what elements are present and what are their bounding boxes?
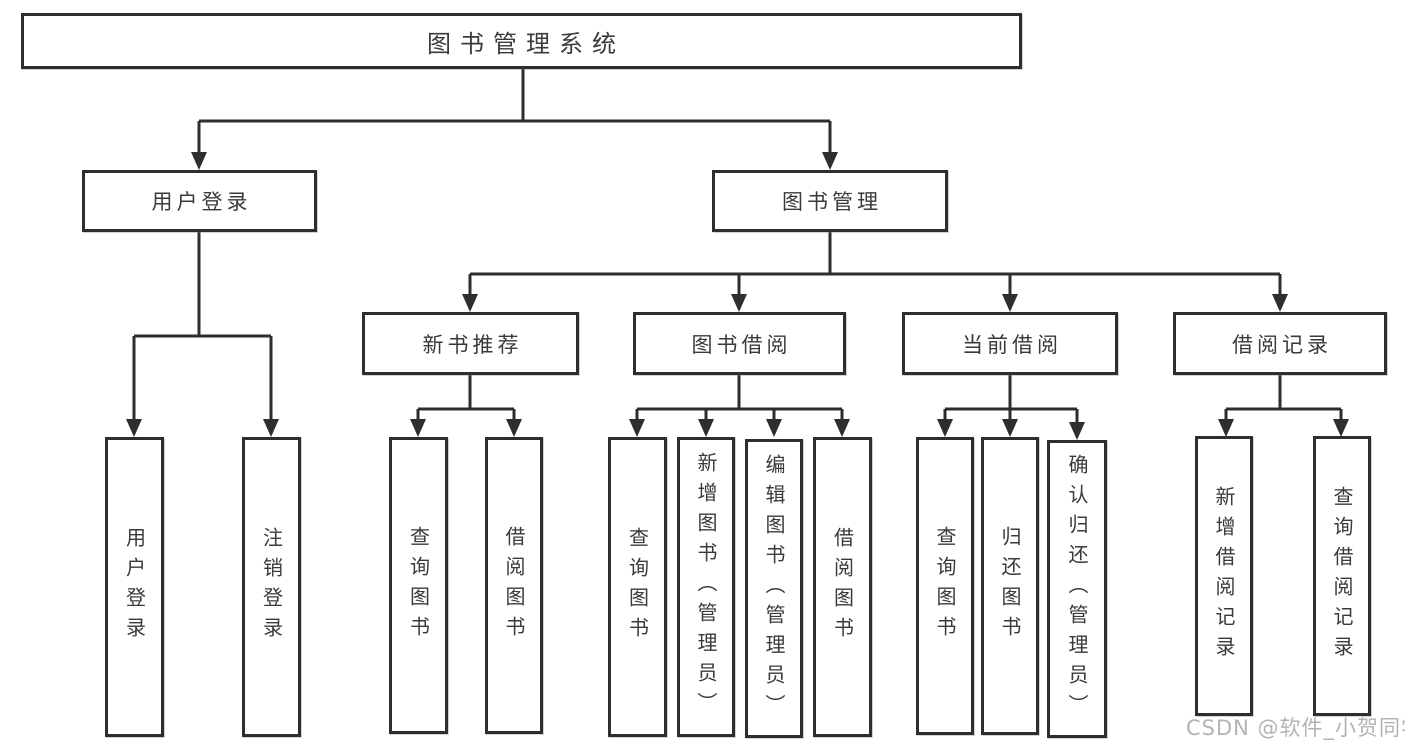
leaf-query-books-1: 查询图书 [389,437,448,734]
arrowheads [126,152,1349,440]
leaf-logout: 注销登录 [242,437,301,737]
node-current-borrowing: 当前借阅 [902,312,1118,375]
leaf-query-books-2: 查询图书 [608,437,667,737]
leaf-add-books-admin: 新增图书（管理员） [677,437,735,737]
leaf-confirm-return-admin: 确认归还（管理员） [1047,440,1107,738]
node-book-borrowing: 图书借阅 [633,312,846,375]
node-borrowing-records: 借阅记录 [1173,312,1387,375]
node-book-management: 图书管理 [712,170,948,232]
leaf-borrow-books-1: 借阅图书 [485,437,543,734]
leaf-return-books: 归还图书 [981,437,1039,735]
leaf-borrow-books-2: 借阅图书 [813,437,872,737]
node-new-book-recommend: 新书推荐 [362,312,579,375]
leaf-edit-books-admin: 编辑图书（管理员） [745,439,803,738]
node-user-login: 用户登录 [82,170,317,232]
leaf-user-login: 用户登录 [105,437,164,737]
leaf-add-borrow-record: 新增借阅记录 [1195,436,1253,716]
node-library-management-system: 图书管理系统 [21,13,1022,69]
csdn-watermark: CSDN @软件_小贺同学 [1186,716,1405,740]
leaf-query-books-3: 查询图书 [916,437,974,735]
leaf-query-borrow-record: 查询借阅记录 [1313,436,1371,716]
